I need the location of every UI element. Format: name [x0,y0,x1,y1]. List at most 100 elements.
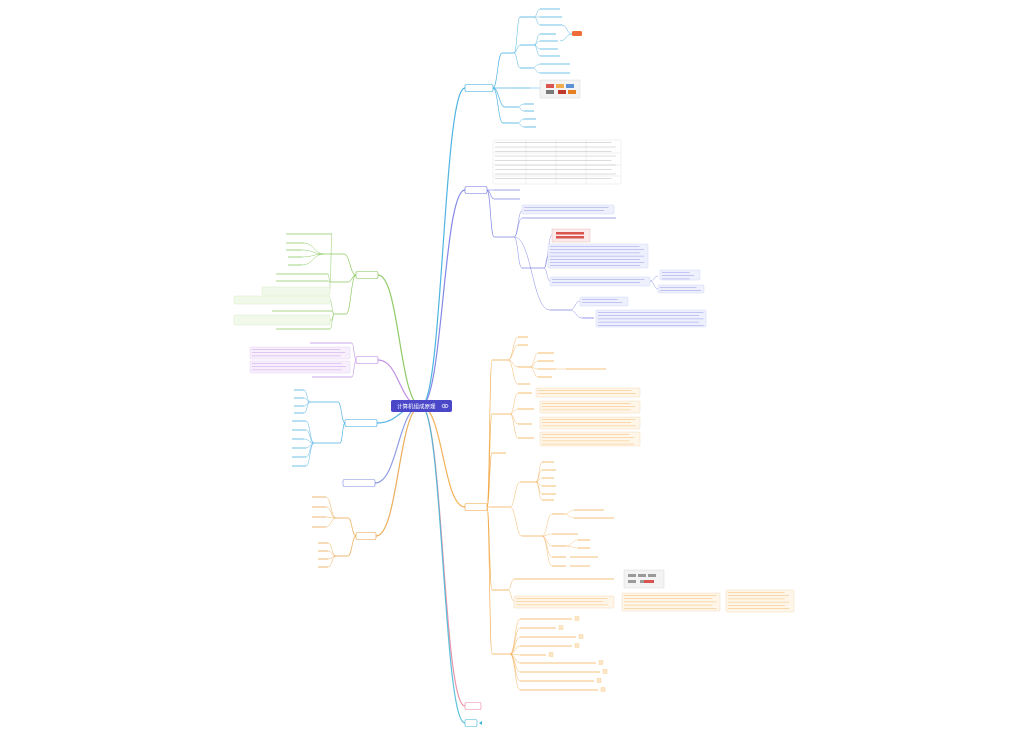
branch-connector [420,189,466,407]
branch-connector [420,87,466,407]
connector-line [535,469,543,483]
connector-line [345,274,357,315]
connector-line [507,578,515,591]
branch-connector [420,405,466,508]
connector-line [325,517,337,528]
branch-node-2[interactable] [464,186,488,194]
branch-node-7[interactable] [355,356,379,364]
connector-line [509,653,521,691]
thumbnail-block [546,90,554,94]
branch-node-10[interactable] [355,532,377,540]
connector-line [329,233,333,283]
connector-line [347,517,357,537]
connector-line [303,401,311,414]
branch-node-4[interactable] [464,702,482,710]
connector-line [516,103,525,108]
connector-line [303,438,315,444]
connector-line [347,535,357,557]
connector-line [509,636,521,655]
thumbnail-block [568,90,576,94]
connector-line [565,539,579,547]
thumbnail-block [566,84,574,88]
branch-node-9[interactable] [342,479,376,487]
note-box [659,269,701,281]
connector-line [507,359,519,385]
note-box [249,360,351,374]
connector-line [507,336,519,361]
eye-icon [441,403,449,409]
connector-line [563,509,575,515]
connector-line [513,236,551,311]
attachment-icon [574,616,580,621]
connector-line [339,422,346,444]
branch-node-1[interactable] [464,84,494,92]
connector-line [305,420,315,444]
connector-line [486,189,495,200]
connector-line [486,506,493,655]
branch-node-8[interactable] [344,419,378,427]
note-box [595,309,707,328]
thumbnail-block [556,84,564,88]
connector-line [569,309,583,319]
connector-line [509,413,519,439]
connector-line [535,461,543,483]
note-box [539,431,641,447]
connector-line [561,24,573,35]
connector-line [492,52,503,89]
note-box [535,387,641,398]
connector-line [543,267,551,282]
connector-line [531,63,541,69]
connector-line [513,210,523,238]
note-box [261,286,331,296]
connector-line [492,87,506,108]
note-box [233,314,331,326]
connector-line [507,359,519,368]
attachment-icon [600,687,606,692]
attachment-icon [596,678,602,683]
branch-connector [377,359,422,407]
branch-node-6[interactable] [355,271,379,279]
thumbnail-block [556,232,584,235]
branch-node-5[interactable] [464,719,478,727]
connector-line [327,542,337,557]
note-box [521,204,615,215]
connector-line [486,452,493,508]
connector-line [513,44,521,54]
thumbnail-block [556,236,584,239]
image-thumbnail [623,569,665,589]
connector-line [343,253,357,276]
connector-line [325,496,337,519]
thumbnail-block [628,574,636,577]
connector-line [649,275,659,282]
image-thumbnail [539,79,581,99]
root-node[interactable]: 计算机组成原理 [391,400,452,412]
connector-line [507,589,515,602]
connector-line [541,535,553,567]
summary-tag[interactable] [572,31,582,36]
connector-line [516,106,525,112]
connector-line [327,555,337,568]
connector-line [509,413,519,425]
connector-line [563,513,575,519]
connector-line [486,506,493,591]
branch-node-3[interactable] [464,503,488,511]
connector-line [533,44,541,57]
connector-line [513,236,523,269]
note-box [233,295,331,305]
connector-line [509,618,521,655]
note-box [539,416,641,430]
connector-line [509,653,521,673]
note-box [657,284,705,294]
connector-line [535,481,543,501]
table-grid [492,139,622,185]
thumbnail-block [638,574,646,577]
connector-line [516,122,525,128]
connector-line [531,67,541,74]
connector-line [325,506,337,519]
connector-line [305,442,315,467]
connector-line [507,344,519,361]
connector-line [509,408,519,415]
connector-line [301,253,325,266]
note-box [513,595,615,609]
connector-line [509,481,521,508]
